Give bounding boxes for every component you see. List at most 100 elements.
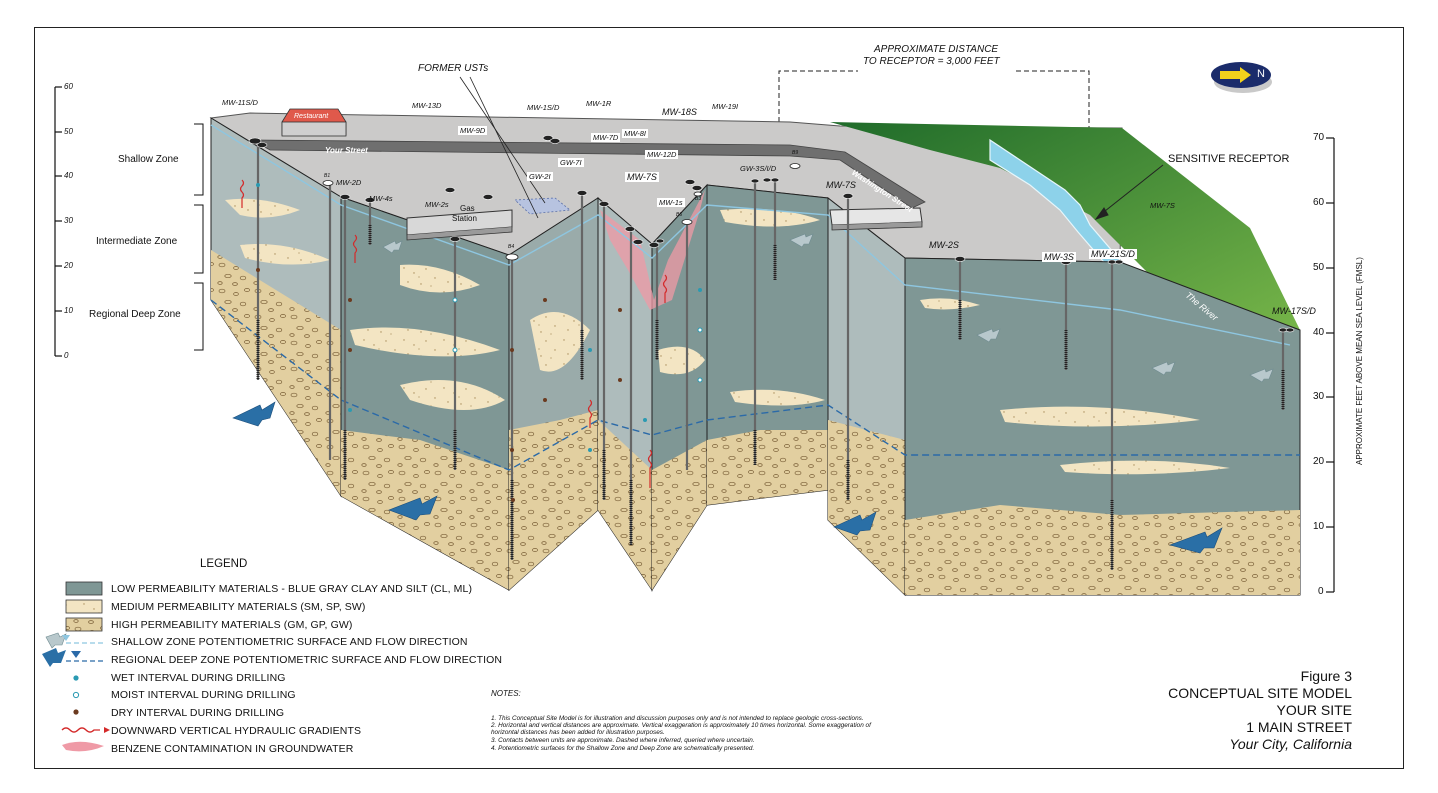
boring-label: B4 [508, 244, 515, 250]
shallow-zone-label: Shallow Zone [118, 154, 179, 165]
note-line: 1. This Conceptual Site Model is for ill… [491, 715, 864, 722]
right-elevation-scale [1326, 137, 1335, 593]
sensitive-receptor-label: SENSITIVE RECEPTOR [1168, 153, 1290, 165]
drilling-interval-markers [256, 183, 703, 502]
left-scale-tick: 60 [64, 82, 73, 91]
downward-gradient-arrows [239, 179, 668, 488]
legend-item: SHALLOW ZONE POTENTIOMETRIC SURFACE AND … [111, 636, 468, 648]
restaurant-label: Restaurant [294, 113, 329, 120]
legend-item: DOWNWARD VERTICAL HYDRAULIC GRADIENTS [111, 725, 362, 737]
legend-item: LOW PERMEABILITY MATERIALS - BLUE GRAY C… [111, 583, 473, 595]
left-scale-tick: 0 [64, 351, 69, 360]
washington-building [829, 207, 923, 231]
gas-station [406, 209, 513, 241]
approximate-distance-label-2: TO RECEPTOR = 3,000 FEET [863, 56, 1000, 67]
well-label: MW-8I [622, 129, 648, 138]
boring-label: B3 [695, 196, 702, 202]
zone-brackets [194, 123, 204, 351]
well-label: MW-9D [458, 126, 488, 135]
north-arrow-icon [1211, 62, 1272, 93]
right-scale-tick: 60 [1313, 197, 1325, 208]
gas-station-label-2: Station [452, 214, 477, 223]
right-scale-tick: 50 [1313, 262, 1325, 273]
note-line: horizontal distances has been added for … [491, 729, 665, 736]
left-scale-tick: 30 [64, 216, 73, 225]
well-label: MW-17S/D [1272, 306, 1316, 316]
note-line: 3. Contacts between units are approximat… [491, 737, 755, 744]
left-elevation-scale [54, 86, 62, 357]
right-scale-tick: 0 [1318, 586, 1324, 597]
well-label: MW-7S [1150, 201, 1175, 210]
well-label: MW-18S [662, 107, 697, 117]
well-label: MW-12D [645, 150, 679, 159]
note-line: 2. Horizontal and vertical distances are… [491, 722, 871, 729]
well-label: MW-3S [1042, 252, 1076, 262]
right-scale-tick: 40 [1313, 327, 1325, 338]
your-street-label: Your Street [325, 146, 368, 155]
site-city: Your City, California [1229, 736, 1352, 752]
legend-title: LEGEND [200, 558, 248, 570]
shallow-flow-arrows [382, 233, 1274, 383]
former-usts-label: FORMER USTs [418, 63, 489, 74]
right-scale-tick: 30 [1313, 391, 1325, 402]
legend-item: MOIST INTERVAL DURING DRILLING [111, 689, 296, 701]
site-address: 1 MAIN STREET [1246, 719, 1352, 735]
well-label: GW-2I [527, 172, 553, 181]
legend-item: MEDIUM PERMEABILITY MATERIALS (SM, SP, S… [111, 601, 366, 613]
deep-flow-arrows [232, 401, 1223, 554]
legend-item: HIGH PERMEABILITY MATERIALS (GM, GP, GW) [111, 619, 353, 631]
right-scale-tick: 70 [1313, 132, 1325, 143]
note-line: 4. Potentiometric surfaces for the Shall… [491, 745, 755, 752]
restaurant-icon [281, 108, 347, 137]
legend-item: BENZENE CONTAMINATION IN GROUNDWATER [111, 743, 354, 755]
sensitive-receptor-arrow [1094, 164, 1164, 220]
well-label: MW-21S/D [1089, 249, 1137, 259]
boring-label: B9 [792, 150, 799, 156]
north-label: N [1257, 68, 1265, 80]
left-scale-tick: 10 [64, 306, 73, 315]
well-label: MW-1S/D [527, 103, 560, 112]
soil-boring-caps [322, 163, 801, 261]
right-scale-tick: 10 [1313, 521, 1325, 532]
figure-title: CONCEPTUAL SITE MODEL [1168, 685, 1352, 701]
well-screens [256, 225, 1285, 570]
well-label: MW-2s [425, 200, 449, 209]
medium-permeability-lenses [225, 198, 1230, 475]
figure-frame [34, 27, 1404, 769]
former-usts-leaders [459, 76, 546, 219]
right-axis-title: APPROXIMATE FEET ABOVE MEAN SEA LEVEL (F… [1355, 257, 1364, 465]
benzene-plume [600, 190, 705, 310]
well-label: MW-7S [625, 172, 659, 182]
left-scale-tick: 50 [64, 127, 73, 136]
deep-zone-label: Regional Deep Zone [89, 309, 181, 320]
boring-label: B6 [676, 212, 683, 218]
left-scale-tick: 40 [64, 171, 73, 180]
well-label: MW-4s [369, 194, 393, 203]
well-label: MW-2D [336, 178, 362, 187]
left-scale-tick: 20 [64, 261, 73, 270]
well-label: MW-1R [586, 99, 612, 108]
well-caps [248, 135, 1295, 333]
legend-item: WET INTERVAL DURING DRILLING [111, 672, 286, 684]
legend-item: DRY INTERVAL DURING DRILLING [111, 707, 285, 719]
site-name: YOUR SITE [1276, 702, 1352, 718]
well-label: MW-7S [826, 180, 856, 190]
legend-swatches [42, 581, 110, 752]
well-label: MW-19I [712, 102, 739, 111]
well-label: MW-1s [657, 198, 685, 207]
intermediate-zone-label: Intermediate Zone [96, 236, 178, 247]
former-usts-area [514, 197, 572, 215]
figure-number: Figure 3 [1300, 668, 1352, 684]
well-label: GW-7I [558, 158, 584, 167]
right-scale-tick: 20 [1313, 456, 1325, 467]
gas-station-label: Gas [460, 204, 475, 213]
well-label: MW-13D [412, 101, 442, 110]
well-label: GW-3S/I/D [740, 164, 777, 173]
well-label: MW-2S [929, 240, 959, 250]
approximate-distance-label: APPROXIMATE DISTANCE [874, 44, 999, 55]
notes-title: NOTES: [491, 689, 521, 698]
boring-label: B1 [324, 173, 331, 179]
well-label: MW-7D [591, 133, 621, 142]
legend-item: REGIONAL DEEP ZONE POTENTIOMETRIC SURFAC… [111, 654, 503, 666]
